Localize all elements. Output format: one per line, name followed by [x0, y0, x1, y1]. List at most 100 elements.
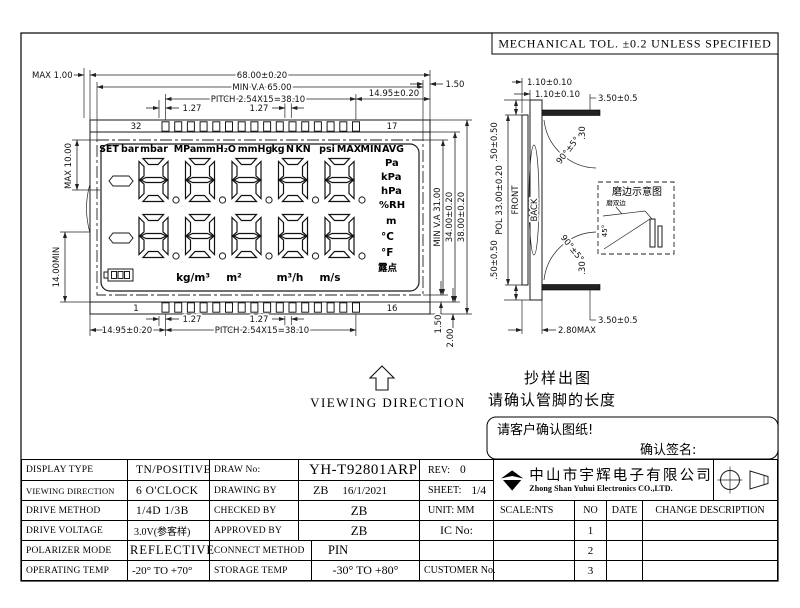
- grind-schematic: 磨边示意图 磨双边 45°: [597, 181, 675, 255]
- storage-temp-label: STORAGE TEMP: [209, 560, 311, 580]
- dim-127: 1.27: [250, 104, 269, 114]
- front-view: 32 17 1 16 SET bar mbar MPa mmH₂O mmHg k…: [30, 68, 472, 349]
- dim-offset: 14.95±0.20: [102, 326, 152, 336]
- lcd-annunciators-top: SET bar mbar MPa mmH₂O mmHg kg N KN psi …: [99, 144, 404, 155]
- decimal-point-segment: [218, 252, 227, 260]
- dim-angle: 90°±5°: [558, 233, 585, 264]
- grind-note: 磨双边: [606, 198, 626, 207]
- pin-pad: [174, 302, 183, 313]
- pin-pad: [313, 121, 322, 132]
- pin-pad: [326, 121, 335, 132]
- pin-number: 16: [387, 304, 398, 314]
- minus-sign-segment: [108, 232, 134, 244]
- segment-label: bar: [121, 144, 139, 155]
- unit-label: UNIT: MM: [419, 500, 493, 520]
- segment-label: psi: [319, 144, 335, 155]
- company-name-en: Zhong Shan Yuhui Electronics CO.,LTD.: [529, 483, 673, 493]
- polarizer-mode-label: POLARIZER MODE: [22, 540, 127, 560]
- connect-method-value: PIN: [311, 540, 419, 560]
- segment-label: kPa: [381, 172, 401, 183]
- change-row-number: 2: [574, 540, 606, 560]
- tolerance-note: MECHANICAL TOL. ±0.2 UNLESS SPECIFIED: [498, 37, 771, 51]
- projection-symbol-icon: [717, 466, 768, 494]
- drawing-date: 16/1/2021: [342, 484, 387, 497]
- operating-temp-value: -20° TO +70°: [127, 560, 209, 580]
- decimal-point-segment: [172, 196, 180, 204]
- pin-number: 17: [387, 122, 398, 132]
- decimal-point-segment: [311, 252, 320, 260]
- side-view: FRONT BACK 90°±5° 90°±5° 1.10±0.10 1.10±…: [488, 76, 675, 338]
- pin-pad: [186, 121, 195, 132]
- decimal-point-segment: [218, 196, 227, 204]
- segment-label: mbar: [140, 144, 168, 155]
- empty-cell: [493, 520, 574, 540]
- dim-34: 34.00±0.20: [445, 192, 455, 242]
- segment-label: kg: [271, 144, 284, 155]
- pin-pad: [237, 302, 246, 313]
- decimal-point-segment: [358, 252, 366, 260]
- page-border: [20, 32, 779, 582]
- change-row-number: 1: [574, 520, 606, 540]
- draw-no-value: YH-T92801ARP: [298, 460, 419, 480]
- drive-voltage-value: 3.0V(参客样): [127, 520, 209, 540]
- pin-pad: [199, 121, 208, 132]
- pin-pad: [250, 121, 259, 132]
- dim-pitch: PITCH 2.54X15=38.10: [211, 95, 305, 105]
- projection-symbol-cell: [713, 460, 777, 500]
- segment-label: Pa: [385, 158, 399, 169]
- empty-cell: [493, 540, 574, 560]
- dim-min-14: 14.00MIN: [52, 247, 62, 288]
- decimal-point-segment: [311, 196, 320, 204]
- approved-by-label: APPROVED BY: [209, 520, 298, 540]
- profile-break-ellipse: [528, 144, 540, 256]
- operating-temp-label: OPERATING TEMP: [22, 560, 127, 580]
- lcd-unit-labels-right: Pa kPa hPa %RH m °C °F 露点: [378, 158, 405, 274]
- empty-cell: [493, 560, 574, 580]
- pin-pad: [288, 121, 297, 132]
- empty-cell: [606, 520, 642, 540]
- empty-cell: [419, 540, 493, 560]
- tolerance-note-box: MECHANICAL TOL. ±0.2 UNLESS SPECIFIED: [491, 32, 779, 55]
- decimal-point-segment: [358, 196, 366, 204]
- empty-cell: [642, 560, 777, 580]
- pin-pad: [237, 121, 246, 132]
- dim-max-1: MAX 1.00: [32, 71, 73, 81]
- pin-pad: [352, 121, 360, 132]
- empty-cell: [642, 520, 777, 540]
- minus-sign-segment: [108, 175, 134, 187]
- dim-150: 1.50: [434, 315, 444, 334]
- pin-pad: [212, 121, 221, 132]
- dim-127: 1.27: [250, 315, 269, 325]
- storage-temp-value: -30° TO +80°: [311, 560, 419, 580]
- bend-angle-arc: [543, 119, 597, 169]
- dim-38: 38.00±0.20: [457, 192, 467, 242]
- decimal-point-segment: [265, 196, 273, 204]
- back-label: BACK: [530, 198, 540, 221]
- dim-pol: POL 33.00±0.20: [495, 165, 505, 235]
- pin-pad: [186, 302, 195, 313]
- empty-cell: [642, 540, 777, 560]
- display-type-value: TN/POSITIVE: [127, 460, 211, 480]
- drive-method-value: 1/4D 1/3B: [127, 500, 209, 520]
- segment-label: mmH₂O: [196, 144, 236, 155]
- change-row-number: 3: [574, 560, 606, 580]
- dim-030: .30: [578, 126, 588, 140]
- dim-width: 68.00±0.20: [237, 71, 287, 81]
- pin-pad: [212, 302, 221, 313]
- dim-350: 3.50±0.5: [598, 94, 638, 104]
- confirm-text: 请客户确认图纸!: [497, 422, 593, 438]
- note-sample: 抄样出图: [524, 369, 592, 387]
- pin-pad: [225, 302, 233, 313]
- approved-by-value: ZB: [298, 520, 419, 540]
- bottom-pin-strip: [89, 301, 431, 315]
- pin-pad: [174, 121, 183, 132]
- viewing-direction-label: VIEWING DIRECTION: [310, 395, 466, 410]
- draw-no-label: DRAW No:: [209, 460, 298, 480]
- pin-pad: [263, 302, 272, 313]
- pin-pad: [301, 302, 310, 313]
- pin-pad: [275, 121, 284, 132]
- pin-pad: [301, 121, 310, 132]
- note-pin-length: 请确认管脚的长度: [488, 391, 616, 409]
